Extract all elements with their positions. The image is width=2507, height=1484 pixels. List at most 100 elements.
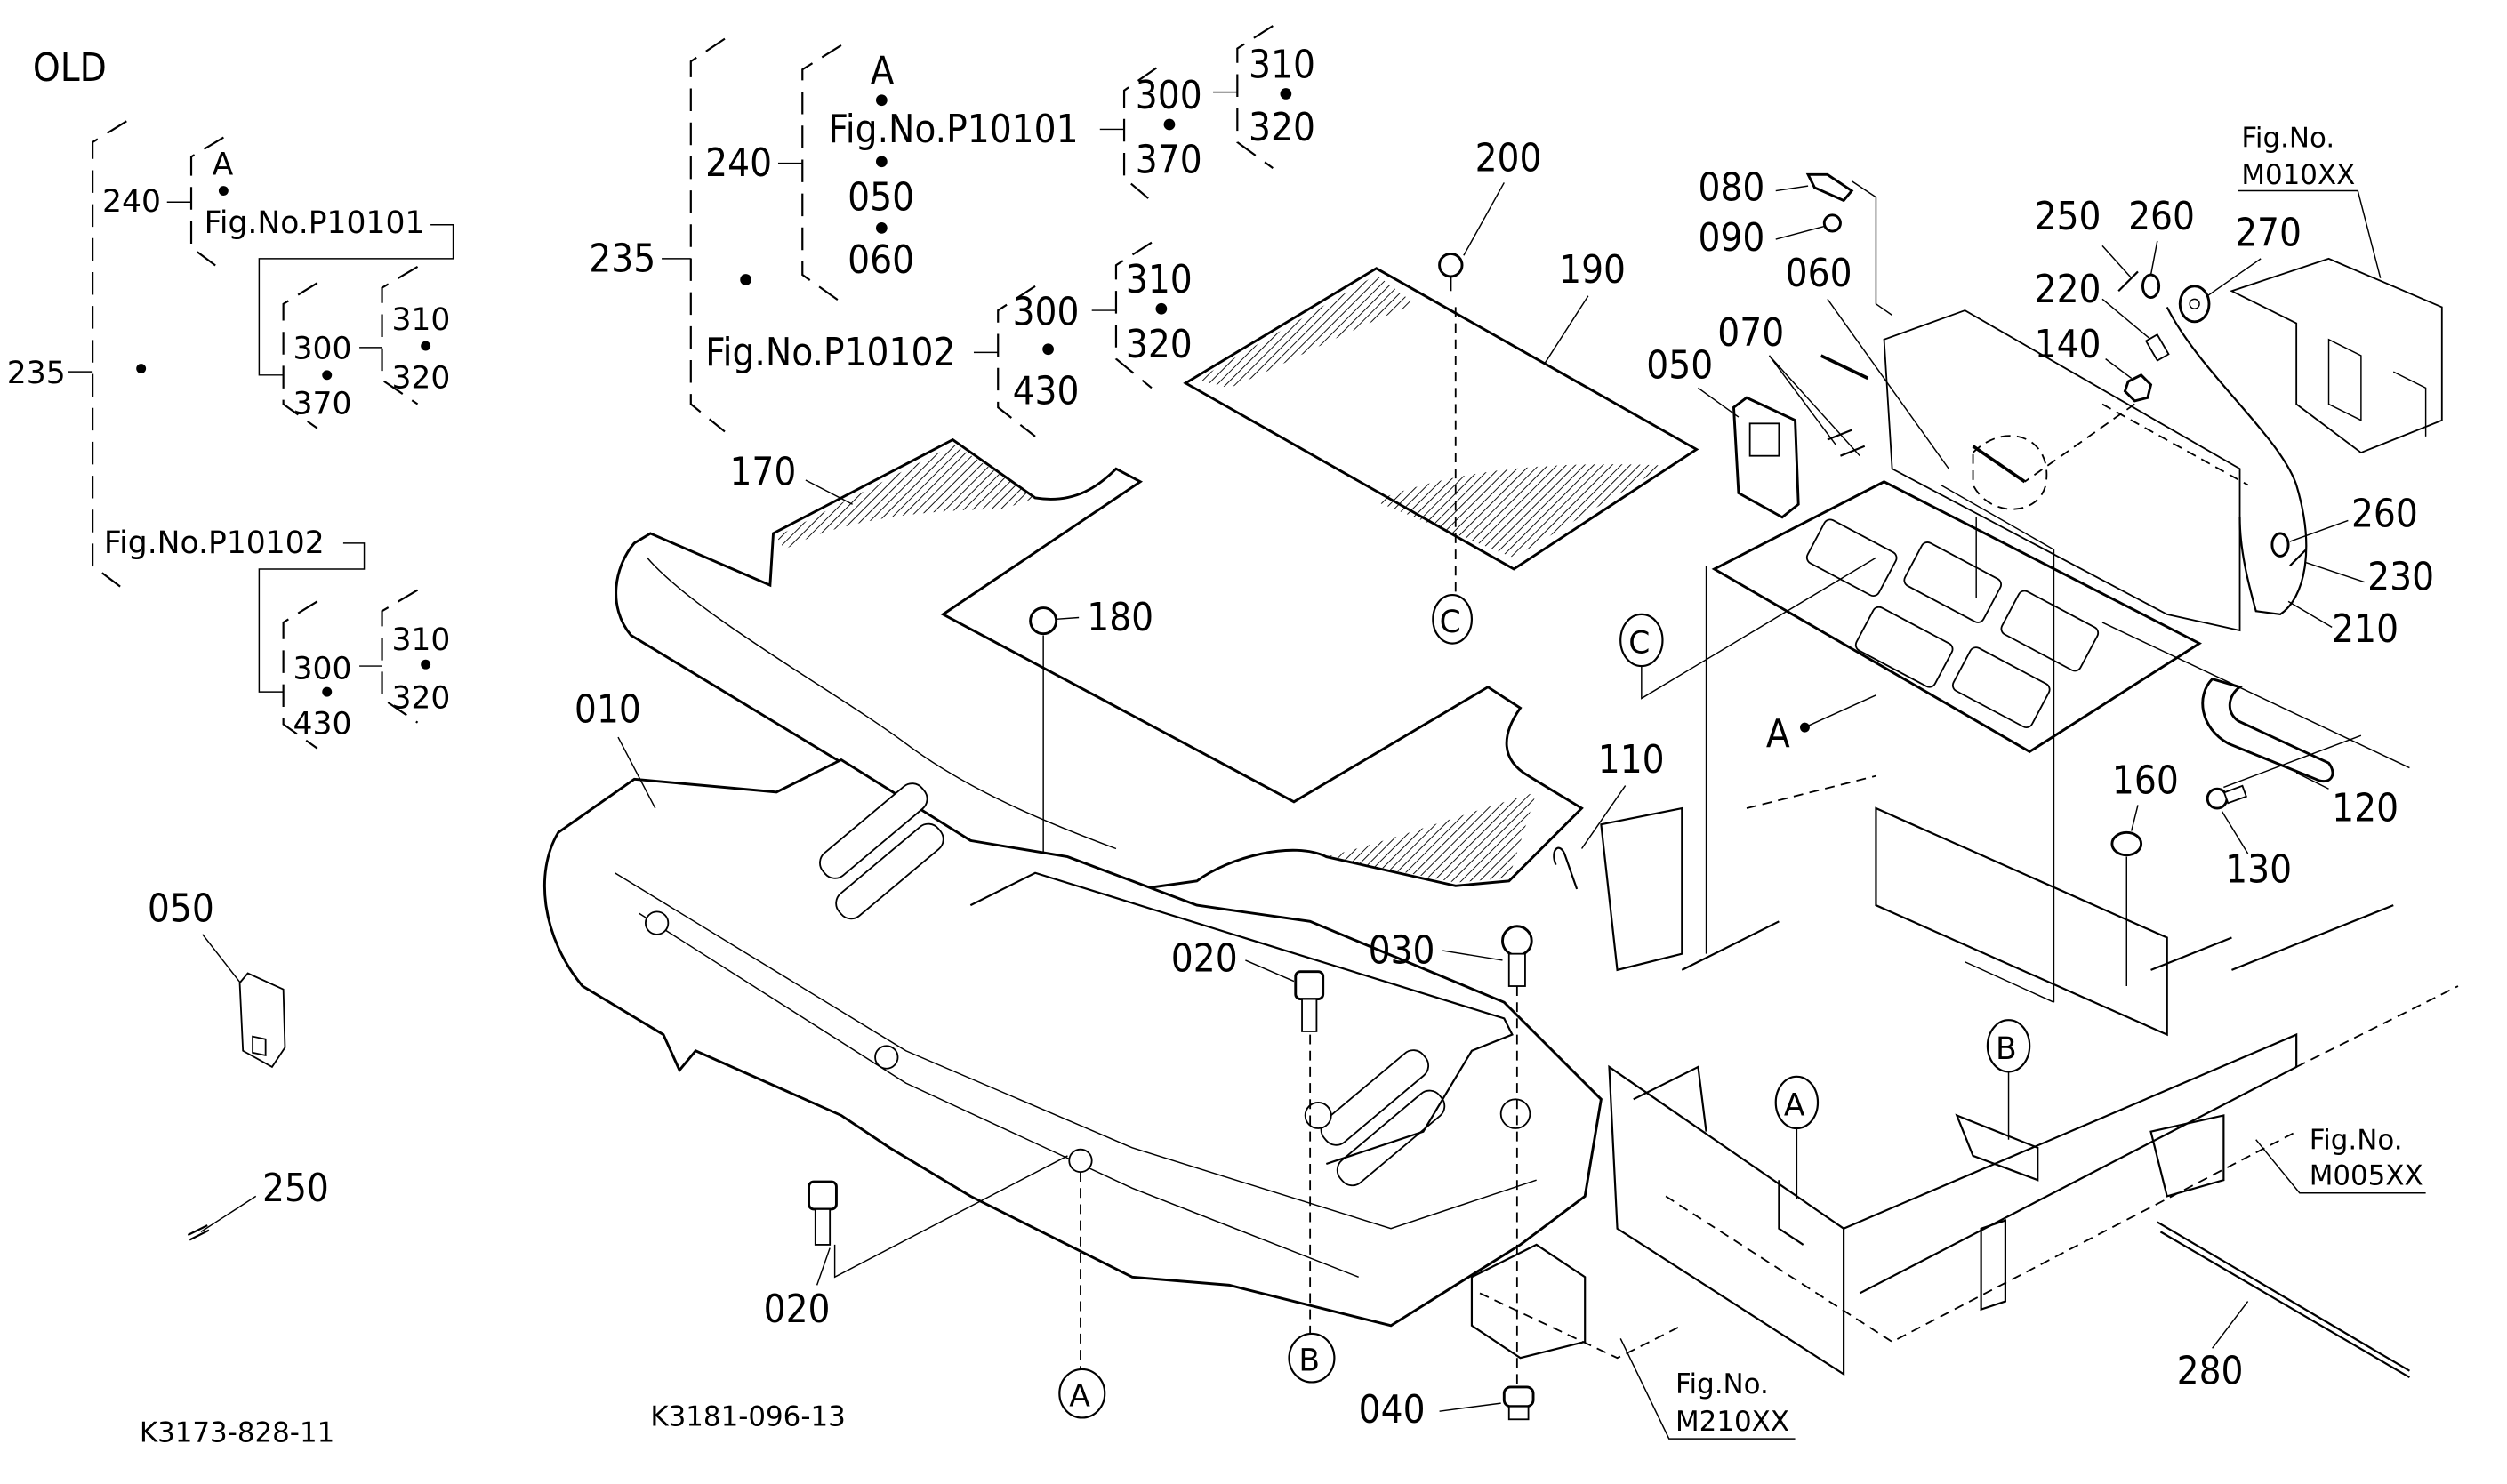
new-p10101-320: 320 [1249,106,1315,150]
new-drawing-code: K3181-096-13 [650,1401,845,1433]
fig-m005-line2[interactable]: M005XX [2310,1160,2423,1192]
new-p10102-320: 320 [1126,323,1193,367]
new-p10101-370: 370 [1136,139,1202,183]
old-fig-p10101[interactable]: Fig.No.P10101 [205,205,425,241]
clip-180-icon [1029,606,1058,636]
switch-cover-050-icon [1732,396,1800,519]
bolt-020-top-icon [1294,970,1325,1032]
old-part-050-label[interactable]: 050 [148,886,214,931]
old-title: OLD [33,46,107,91]
fig-m210-line1[interactable]: Fig.No. [1675,1368,1769,1400]
part-280-label[interactable]: 280 [2177,1349,2244,1393]
clip-200-icon [1438,252,1464,278]
washer-260-bottom-icon [2270,532,2290,558]
part-190-label[interactable]: 190 [1559,248,1626,293]
part-260-top-label[interactable]: 260 [2128,195,2195,239]
part-020-top-label[interactable]: 020 [1171,937,1238,982]
old-part-250-label[interactable]: 250 [262,1167,329,1211]
rubber-040-icon [1502,1385,1535,1421]
frame-assembly [1470,774,2459,1376]
bracket-080-icon [1805,172,1854,203]
clip-070-icon [1827,429,1866,457]
part-040-label[interactable]: 040 [1359,1388,1426,1432]
part-080-label[interactable]: 080 [1698,165,1764,210]
old-240-label: 240 [102,184,161,220]
part-250-label[interactable]: 250 [2035,195,2101,239]
part-070-label[interactable]: 070 [1717,311,1784,356]
ref-marker-c-mat [1432,593,1474,645]
old-root-label: 235 [7,356,66,391]
rod-280-icon [2157,1221,2410,1378]
old-fig-p10102[interactable]: Fig.No.P10102 [104,525,325,561]
seat-back-panel [1883,309,2249,632]
part-010-label[interactable]: 010 [575,688,641,733]
new-root-bracket [689,37,726,433]
new-fig-p10102[interactable]: Fig.No.P10102 [705,331,955,375]
part-180-label[interactable]: 180 [1087,596,1153,640]
fig-m010-line1[interactable]: Fig.No. [2241,122,2334,154]
part-170-label[interactable]: 170 [729,450,796,494]
nut-140-icon [2123,373,2153,403]
new-240-bracket [801,44,842,303]
new-root-label: 235 [589,237,655,281]
old-pin-250-icon [187,1224,210,1241]
part-220-label[interactable]: 220 [2035,268,2101,312]
new-240-label: 240 [705,141,772,186]
ref-marker-a-frame [1774,1075,1820,1130]
new-p10102-430: 430 [1013,370,1080,414]
pin-230-icon [2289,549,2307,567]
fig-m210-line2[interactable]: M210XX [1675,1406,1789,1438]
svg-text:B: B [1298,1344,1320,1379]
old-p10102-300: 300 [293,652,352,687]
part-060-label[interactable]: 060 [1786,252,1852,296]
ref-marker-a-bottom [1058,1368,1106,1419]
bolt-060-icon [1820,354,1869,381]
part-130-label[interactable]: 130 [2225,848,2292,893]
ref-marker-a-plate: A [1766,712,1790,757]
ref-marker-b-bottom [1288,1332,1336,1384]
part-020-bottom-label[interactable]: 020 [764,1287,831,1332]
old-240-bracket [189,136,225,273]
part-090-label[interactable]: 090 [1698,216,1764,261]
svg-text:A: A [1784,1087,1805,1123]
fig-m010-line2[interactable]: M010XX [2241,159,2355,191]
part-030-label[interactable]: 030 [1369,929,1435,974]
old-drawing-code: K3173-828-11 [140,1417,334,1449]
part-200-label[interactable]: 200 [1475,137,1542,181]
stopper-160-icon [2110,830,2143,857]
pin-250-icon [2117,270,2139,293]
old-root-bracket [92,120,127,591]
old-p10102-310: 310 [391,622,450,658]
part-270-label[interactable]: 270 [2235,211,2302,255]
bolt-030-icon [1501,925,1533,987]
floor-plate-010[interactable] [542,758,1603,1328]
old-p10101-310: 310 [391,302,450,338]
svg-text:A: A [1069,1379,1090,1415]
new-p10102-300: 300 [1013,290,1080,334]
floor-mat-170[interactable] [615,437,1584,894]
floor-mat-190[interactable] [1183,267,1699,598]
new-variant-a: A [871,50,895,94]
new-p10101-310: 310 [1249,43,1315,87]
part-140-label[interactable]: 140 [2035,323,2101,367]
arm-210-icon [2166,306,2308,616]
new-section-tree: 235 240 A Fig.No.P10101 050 060 300 370 … [589,25,1315,437]
part-110-label[interactable]: 110 [1598,738,1665,782]
washer-260-top-icon [2141,273,2161,299]
screw-090-icon [1822,213,1842,233]
fig-m005-line1[interactable]: Fig.No. [2310,1125,2403,1157]
old-p10101-300: 300 [293,332,352,367]
new-p10102-310: 310 [1126,258,1193,302]
old-section: OLD 235 240 A Fig.No.P10101 300 370 310 … [7,46,454,1449]
new-sub-050: 050 [848,175,914,220]
part-120-label[interactable]: 120 [2332,787,2399,831]
part-230-label[interactable]: 230 [2367,556,2434,600]
part-210-label[interactable]: 210 [2332,607,2399,652]
part-160-label[interactable]: 160 [2112,759,2179,804]
part-260-bottom-label[interactable]: 260 [2351,493,2418,537]
new-fig-p10101[interactable]: Fig.No.P10101 [828,108,1078,152]
part-050-label[interactable]: 050 [1646,343,1713,388]
svg-text:C: C [1440,605,1461,640]
